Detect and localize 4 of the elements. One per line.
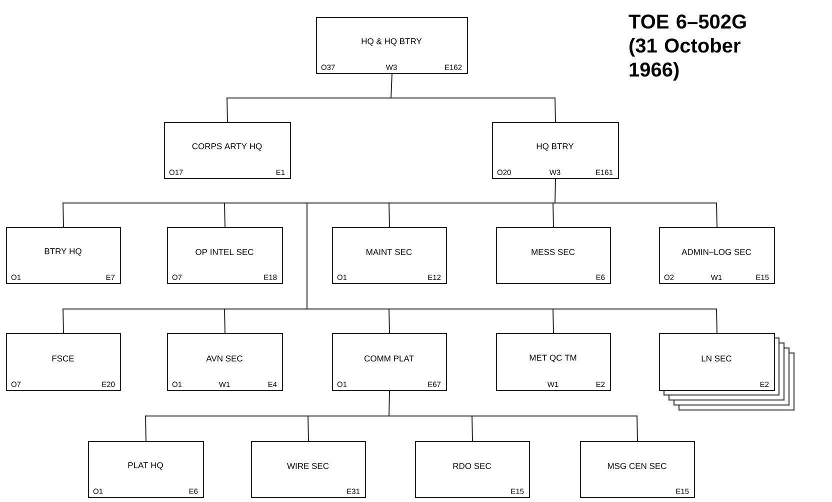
connector-tree [62,178,718,334]
title: TOE 6–502G (31 October 1966) [628,14,746,81]
connector-tree [226,74,556,122]
connector-tree [145,390,638,442]
